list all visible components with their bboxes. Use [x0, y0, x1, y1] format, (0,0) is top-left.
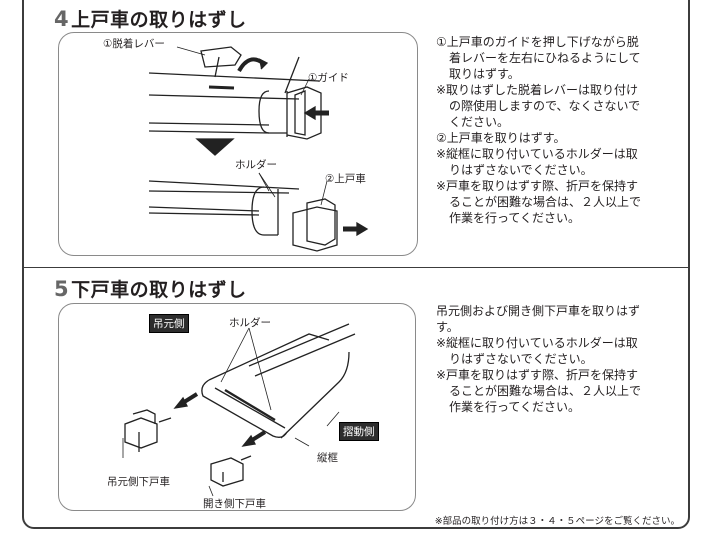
- section4-description: ①上戸車のガイドを押し下げながら脱 着レバーを左右にひねるようにして 取りはずす…: [436, 34, 641, 226]
- section4-number: 4: [54, 7, 70, 31]
- section4-title: 上戸車の取りはずし: [71, 9, 247, 31]
- section5-description: 吊元側および開き側下戸車を取りはず す。 ※縦框に取り付いているホルダーは取 り…: [436, 303, 641, 415]
- s4-desc-7: ※縦框に取り付いているホルダーは取: [436, 147, 638, 161]
- lever-label: ①脱着レバー: [103, 38, 165, 50]
- s4-desc-4: の際使用しますので、なくさないで: [449, 99, 641, 113]
- hanging-side-tag: 吊元側: [149, 314, 189, 333]
- s4-desc-9: ※戸車を取りはずす際、折戸を保持す: [436, 179, 639, 193]
- s5-desc-5: ることが困難な場合は、２人以上で: [449, 384, 642, 398]
- holder-label: ホルダー: [235, 159, 277, 171]
- section5-title: 下戸車の取りはずし: [71, 279, 247, 301]
- section4-drawing: [148, 46, 369, 252]
- upper-roller-label: ②上戸車: [325, 173, 366, 185]
- s5-desc-3: りはずさないでください。: [449, 352, 593, 366]
- holder-label-5: ホルダー: [229, 317, 271, 329]
- s5-desc-6: 作業を行ってください。: [449, 400, 581, 414]
- s4-desc-10: ることが困難な場合は、２人以上で: [449, 195, 642, 209]
- s5-desc-1: す。: [436, 320, 459, 334]
- section-divider: [24, 267, 688, 268]
- guide-label: ①ガイド: [308, 72, 349, 84]
- s4-desc-2: 取りはずす。: [449, 67, 520, 81]
- s4-desc-3: ※取りはずした脱着レバーは取り付け: [436, 83, 639, 97]
- s4-desc-1: 着レバーを左右にひねるようにして: [449, 51, 641, 65]
- s5-desc-4: ※戸車を取りはずす際、折戸を保持す: [436, 368, 639, 382]
- opening-lower-roller-label: 開き側下戸車: [203, 498, 266, 510]
- page-frame: [22, 0, 690, 529]
- section5-drawing: [122, 323, 356, 497]
- s5-desc-2: ※縦框に取り付いているホルダーは取: [436, 336, 638, 350]
- footnote: ※部品の取り付け方は３・４・５ページをご覧ください。: [434, 516, 680, 527]
- s4-desc-5: ください。: [449, 115, 510, 129]
- vertical-frame-label: 縦框: [317, 452, 338, 464]
- s4-desc-8: りはずさないでください。: [449, 163, 593, 177]
- s4-desc-11: 作業を行ってください。: [449, 211, 581, 225]
- s4-desc-0: ①上戸車のガイドを押し下げながら脱: [436, 35, 639, 49]
- section5-number: 5: [54, 277, 70, 301]
- swing-side-tag: 摺動側: [339, 422, 379, 441]
- s5-desc-0: 吊元側および開き側下戸車を取りはず: [436, 304, 641, 318]
- section5-illustration: 吊元側 ホルダー 摺動側 縦框 吊元側下戸車 開き側下戸車: [58, 303, 416, 511]
- hanging-lower-roller-label: 吊元側下戸車: [107, 476, 170, 488]
- s4-desc-6: ②上戸車を取りはずす。: [436, 131, 566, 145]
- section4-illustration: ①脱着レバー ①ガイド ホルダー ②上戸車: [58, 32, 418, 256]
